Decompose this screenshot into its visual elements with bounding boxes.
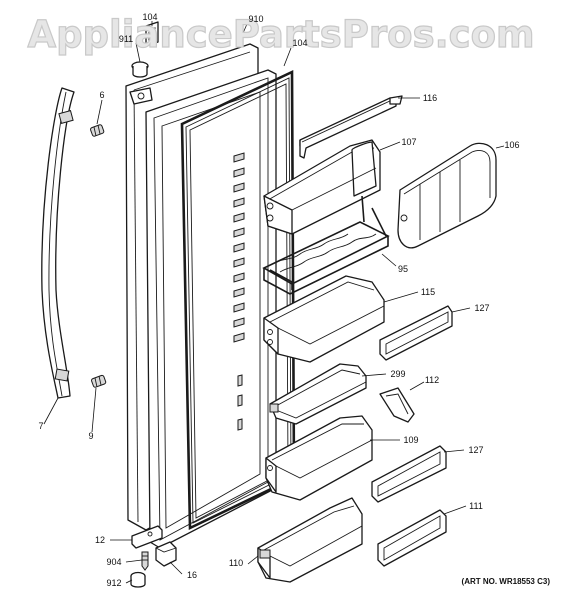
door-bin-115 [263,275,385,363]
dairy-compartment [263,139,381,235]
callout-112: 112 [425,375,439,385]
top-hinge-bushing [131,61,149,78]
callout-911: 911 [119,34,133,44]
callout-912: 912 [106,578,121,588]
callout-910: 910 [248,14,263,24]
callout-111: 111 [469,501,483,511]
callout-106: 106 [504,140,519,150]
handle-screw-lower [91,374,107,388]
top-cap-gasket-piece [145,21,159,47]
callout-299: 299 [390,369,405,379]
bin-rail [299,95,403,159]
leader-lines [43,21,505,584]
hinge-screw [141,551,149,571]
callout-904: 904 [106,557,121,567]
callout-104b: 104 [292,38,307,48]
bin-front-111 [377,509,447,567]
callout-115: 115 [421,287,435,297]
callout-9: 9 [88,431,93,441]
bin-front-127-upper [379,305,453,361]
callout-127b: 127 [468,445,483,455]
callout-107: 107 [401,137,416,147]
callout-labels: 104 910 911 104 6 116 107 106 95 115 127… [38,12,519,588]
door-bin-110 [257,497,363,583]
liner-ribs [233,152,245,431]
hinge-closer [155,541,177,567]
callout-109: 109 [403,435,418,445]
door-handle [41,87,75,399]
bin-front-127-lower [371,445,447,503]
wire-shelf [262,195,390,295]
hinge-bracket [131,525,163,549]
callout-127a: 127 [474,303,489,313]
dairy-door [397,142,497,249]
callout-7: 7 [38,421,43,431]
callout-95: 95 [398,264,408,274]
door-bin-299 [269,363,367,425]
door-inner-liner [145,69,277,549]
art-number: (ART NO. WR18553 C3) [462,577,551,586]
callout-104a: 104 [142,12,157,22]
bottom-hinge-bushing [130,571,146,588]
callout-6: 6 [99,90,104,100]
door-bin-109 [265,415,373,501]
callout-110: 110 [229,558,243,568]
callout-16: 16 [187,570,197,580]
callout-116: 116 [423,93,437,103]
callout-12: 12 [95,535,105,545]
handle-screw-upper [90,124,105,137]
bin-front-112 [379,387,415,423]
watermark: AppliancePartsPros.com [27,13,534,56]
